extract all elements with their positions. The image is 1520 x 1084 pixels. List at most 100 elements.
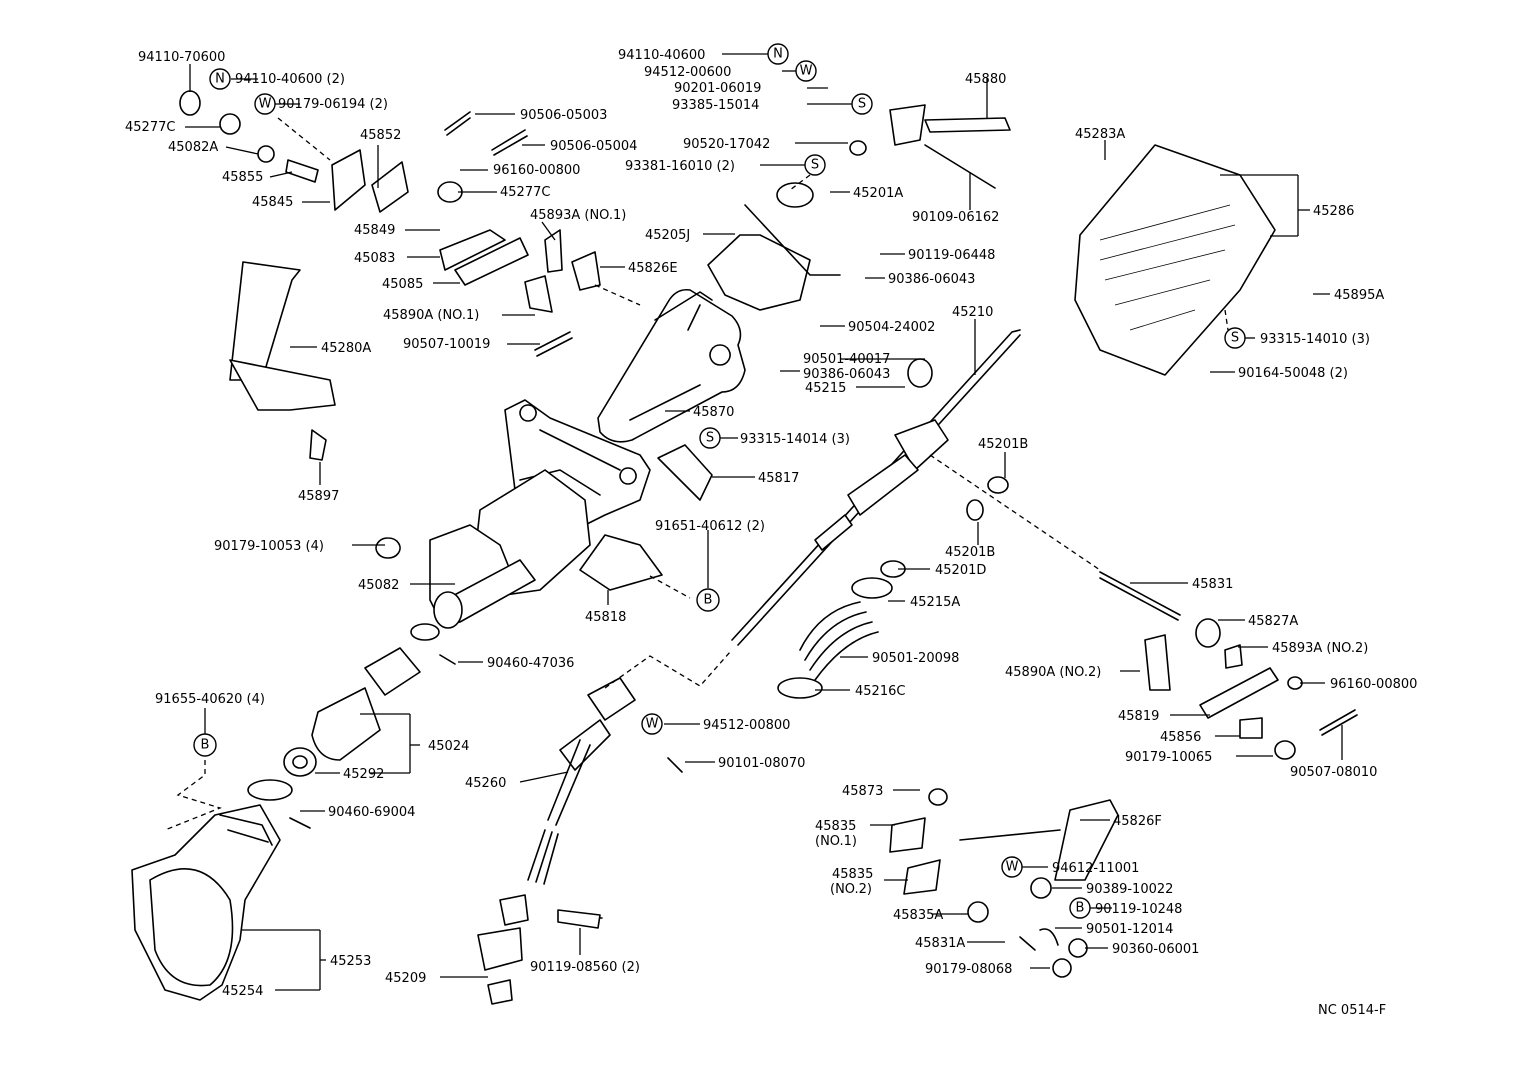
- label-45210: 45210: [952, 305, 993, 320]
- label-90119-10248: 90119-10248: [1095, 902, 1182, 917]
- symbol-n-b: N: [767, 43, 789, 65]
- symbol-b-c: B: [1069, 897, 1091, 919]
- label-90504-24002: 90504-24002: [848, 320, 935, 335]
- label-45835a: 45835A: [893, 908, 943, 923]
- symbol-s-a: S: [851, 93, 873, 115]
- label-45216c: 45216C: [855, 684, 905, 699]
- label-90179-10053-4: 90179-10053 (4): [214, 539, 324, 554]
- part-45024-sleeves: [247, 623, 440, 801]
- label-45895a: 45895A: [1334, 288, 1384, 303]
- label-45831: 45831: [1192, 577, 1233, 592]
- label-90179-10065: 90179-10065: [1125, 750, 1212, 765]
- label-94110-70600: 94110-70600: [138, 50, 225, 65]
- part-top-left-cluster: [179, 90, 529, 286]
- label-94512-00800: 94512-00800: [703, 718, 790, 733]
- label-45818: 45818: [585, 610, 626, 625]
- label-45209: 45209: [385, 971, 426, 986]
- label-90119-06448: 90119-06448: [908, 248, 995, 263]
- svg-text:N: N: [215, 72, 225, 87]
- label-45835-no1-a: 45835: [815, 819, 856, 834]
- svg-text:S: S: [858, 97, 866, 112]
- label-45201b-b: 45201B: [945, 545, 995, 560]
- svg-text:N: N: [773, 47, 783, 62]
- label-45870: 45870: [693, 405, 734, 420]
- svg-text:W: W: [259, 97, 272, 112]
- label-45253: 45253: [330, 954, 371, 969]
- label-45082a: 45082A: [168, 140, 218, 155]
- label-93385-15014: 93385-15014: [672, 98, 759, 113]
- label-90179-08068: 90179-08068: [925, 962, 1012, 977]
- label-45201b-a: 45201B: [978, 437, 1028, 452]
- label-93315-14010-3: 93315-14010 (3): [1260, 332, 1370, 347]
- part-45260-intermediate-shaft: [527, 677, 636, 885]
- label-96160-00800-b: 96160-00800: [1330, 677, 1417, 692]
- label-45205j: 45205J: [645, 228, 690, 243]
- part-mid-levers: [524, 229, 601, 357]
- label-90520-17042: 90520-17042: [683, 137, 770, 152]
- figure-code: NC 0514-F: [1318, 1003, 1386, 1018]
- label-93315-14014-3: 93315-14014 (3): [740, 432, 850, 447]
- part-45082-lower-tube: [429, 524, 536, 629]
- label-45826f: 45826F: [1113, 814, 1162, 829]
- label-45827a: 45827A: [1248, 614, 1298, 629]
- label-45835-no2-b: (NO.2): [830, 882, 872, 897]
- label-45852: 45852: [360, 128, 401, 143]
- svg-text:B: B: [201, 738, 210, 753]
- symbol-w-d: W: [1001, 856, 1023, 878]
- label-90460-69004: 90460-69004: [328, 805, 415, 820]
- label-90460-47036: 90460-47036: [487, 656, 574, 671]
- label-45880: 45880: [965, 72, 1006, 87]
- label-45893a-no2: 45893A (NO.2): [1272, 641, 1368, 656]
- label-45286: 45286: [1313, 204, 1354, 219]
- label-90179-06194-2: 90179-06194 (2): [278, 97, 388, 112]
- label-90101-08070: 90101-08070: [718, 756, 805, 771]
- label-45283a: 45283A: [1075, 127, 1125, 142]
- label-94110-40600-2: 94110-40600 (2): [235, 72, 345, 87]
- label-45201d: 45201D: [935, 563, 986, 578]
- part-45205J-bracket: [707, 182, 841, 311]
- label-45849: 45849: [354, 223, 395, 238]
- label-90119-08560-2: 90119-08560 (2): [530, 960, 640, 975]
- symbol-w-a: W: [254, 93, 276, 115]
- part-right-cluster: [1099, 571, 1358, 760]
- part-bellows: [777, 358, 1009, 699]
- part-labels: 94110-70600 94110-40600 (2) 90179-06194 …: [125, 48, 1417, 1018]
- label-90386-06043-a: 90386-06043: [888, 272, 975, 287]
- leader-lines: [185, 53, 1343, 991]
- symbol-w-b: W: [795, 60, 817, 82]
- dashed-connectors: [164, 117, 1229, 831]
- label-90501-12014: 90501-12014: [1086, 922, 1173, 937]
- symbol-s-c: S: [699, 427, 721, 449]
- part-45817-45818: [579, 444, 713, 591]
- label-45083: 45083: [354, 251, 395, 266]
- label-90201-06019: 90201-06019: [674, 81, 761, 96]
- label-94612-11001: 94612-11001: [1052, 861, 1139, 876]
- label-45254: 45254: [222, 984, 263, 999]
- part-45280A-switch: [229, 261, 336, 461]
- label-90389-10022: 90389-10022: [1086, 882, 1173, 897]
- label-90507-10019: 90507-10019: [403, 337, 490, 352]
- label-45897: 45897: [298, 489, 339, 504]
- svg-text:W: W: [1006, 860, 1019, 875]
- label-91651-40612-2: 91651-40612 (2): [655, 519, 765, 534]
- label-90506-05004: 90506-05004: [550, 139, 637, 154]
- label-45215: 45215: [805, 381, 846, 396]
- label-90501-40017: 90501-40017: [803, 352, 890, 367]
- symbol-n-a: N: [209, 68, 231, 90]
- label-45855: 45855: [222, 170, 263, 185]
- label-45277c-a: 45277C: [125, 120, 175, 135]
- symbol-s-d: S: [1224, 327, 1246, 349]
- label-90386-06043-b: 90386-06043: [803, 367, 890, 382]
- part-45286-cover: [1074, 144, 1276, 376]
- label-94512-00600: 94512-00600: [644, 65, 731, 80]
- label-90507-08010: 90507-08010: [1290, 765, 1377, 780]
- label-45819: 45819: [1118, 709, 1159, 724]
- part-45870-column-tube: [597, 288, 746, 443]
- svg-text:B: B: [1076, 901, 1085, 916]
- symbol-s-b: S: [804, 154, 826, 176]
- label-45835-no1-b: (NO.1): [815, 834, 857, 849]
- label-45215a: 45215A: [910, 595, 960, 610]
- label-45826e: 45826E: [628, 261, 678, 276]
- svg-text:W: W: [646, 717, 659, 732]
- label-45201a: 45201A: [853, 186, 903, 201]
